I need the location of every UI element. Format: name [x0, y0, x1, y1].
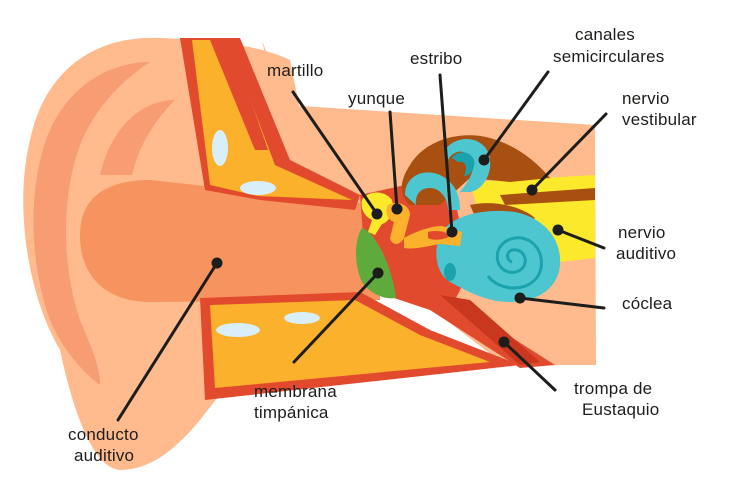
ear-canal	[80, 180, 380, 302]
pointer-nervio-vestibular	[526, 112, 608, 196]
label-conducto-line1: conducto	[68, 425, 139, 444]
label-yunque: yunque	[348, 89, 405, 108]
semicircular-canal-1	[445, 138, 491, 192]
label-martillo: martillo	[267, 61, 323, 80]
pinna-inner-fold	[100, 100, 175, 175]
pointer-coclea	[514, 292, 606, 310]
label-conducto-line2: auditivo	[74, 446, 134, 465]
label-membrana-line1: membrana	[254, 382, 337, 401]
ossicle-anvil	[386, 203, 410, 244]
upper-bone-red-inner	[210, 40, 268, 150]
pointer-yunque	[388, 110, 403, 215]
lower-bone-yellow	[210, 300, 490, 388]
label-nervio-vestibular-line2: vestibular	[622, 110, 697, 129]
vestibular-nerve-streak	[500, 188, 595, 205]
eardrum	[356, 228, 396, 299]
label-estribo: estribo	[410, 49, 462, 68]
pinna-rim	[33, 62, 150, 385]
pointer-nervio-auditivo	[552, 224, 606, 250]
label-trompa-line1: trompa de	[574, 379, 652, 398]
lower-bone-spot-1	[216, 323, 260, 337]
label-nervio-auditivo-line1: nervio	[618, 223, 666, 242]
label-trompa-line2: Eustaquio	[582, 400, 659, 419]
ossicle-stirrup-inner	[428, 231, 450, 240]
label-nervio-auditivo-line2: auditivo	[616, 244, 676, 263]
pointer-canales	[478, 70, 550, 166]
label-coclea: cóclea	[622, 294, 673, 313]
eustachian-tube-inner	[440, 295, 540, 365]
cochlea-spiral	[486, 236, 543, 290]
lower-bone-spot-2	[284, 312, 320, 324]
upper-bone-spot-2	[240, 181, 276, 195]
pointer-membrana	[292, 267, 384, 364]
label-canales-line2: semicirculares	[553, 47, 664, 66]
label-membrana-line2: timpánica	[254, 403, 329, 422]
label-nervio-vestibular-line1: nervio	[622, 89, 670, 108]
pointer-conducto	[116, 257, 223, 422]
semicircular-canal-2	[405, 172, 460, 210]
semicircular-canal-dark	[452, 152, 475, 176]
cochlea-window	[444, 263, 456, 281]
pointer-estribo	[438, 73, 458, 238]
pointer-martillo	[291, 90, 383, 220]
upper-bone-spot-1	[212, 130, 228, 166]
label-canales-line1: canales	[575, 25, 635, 44]
pointer-trompa	[498, 336, 557, 392]
